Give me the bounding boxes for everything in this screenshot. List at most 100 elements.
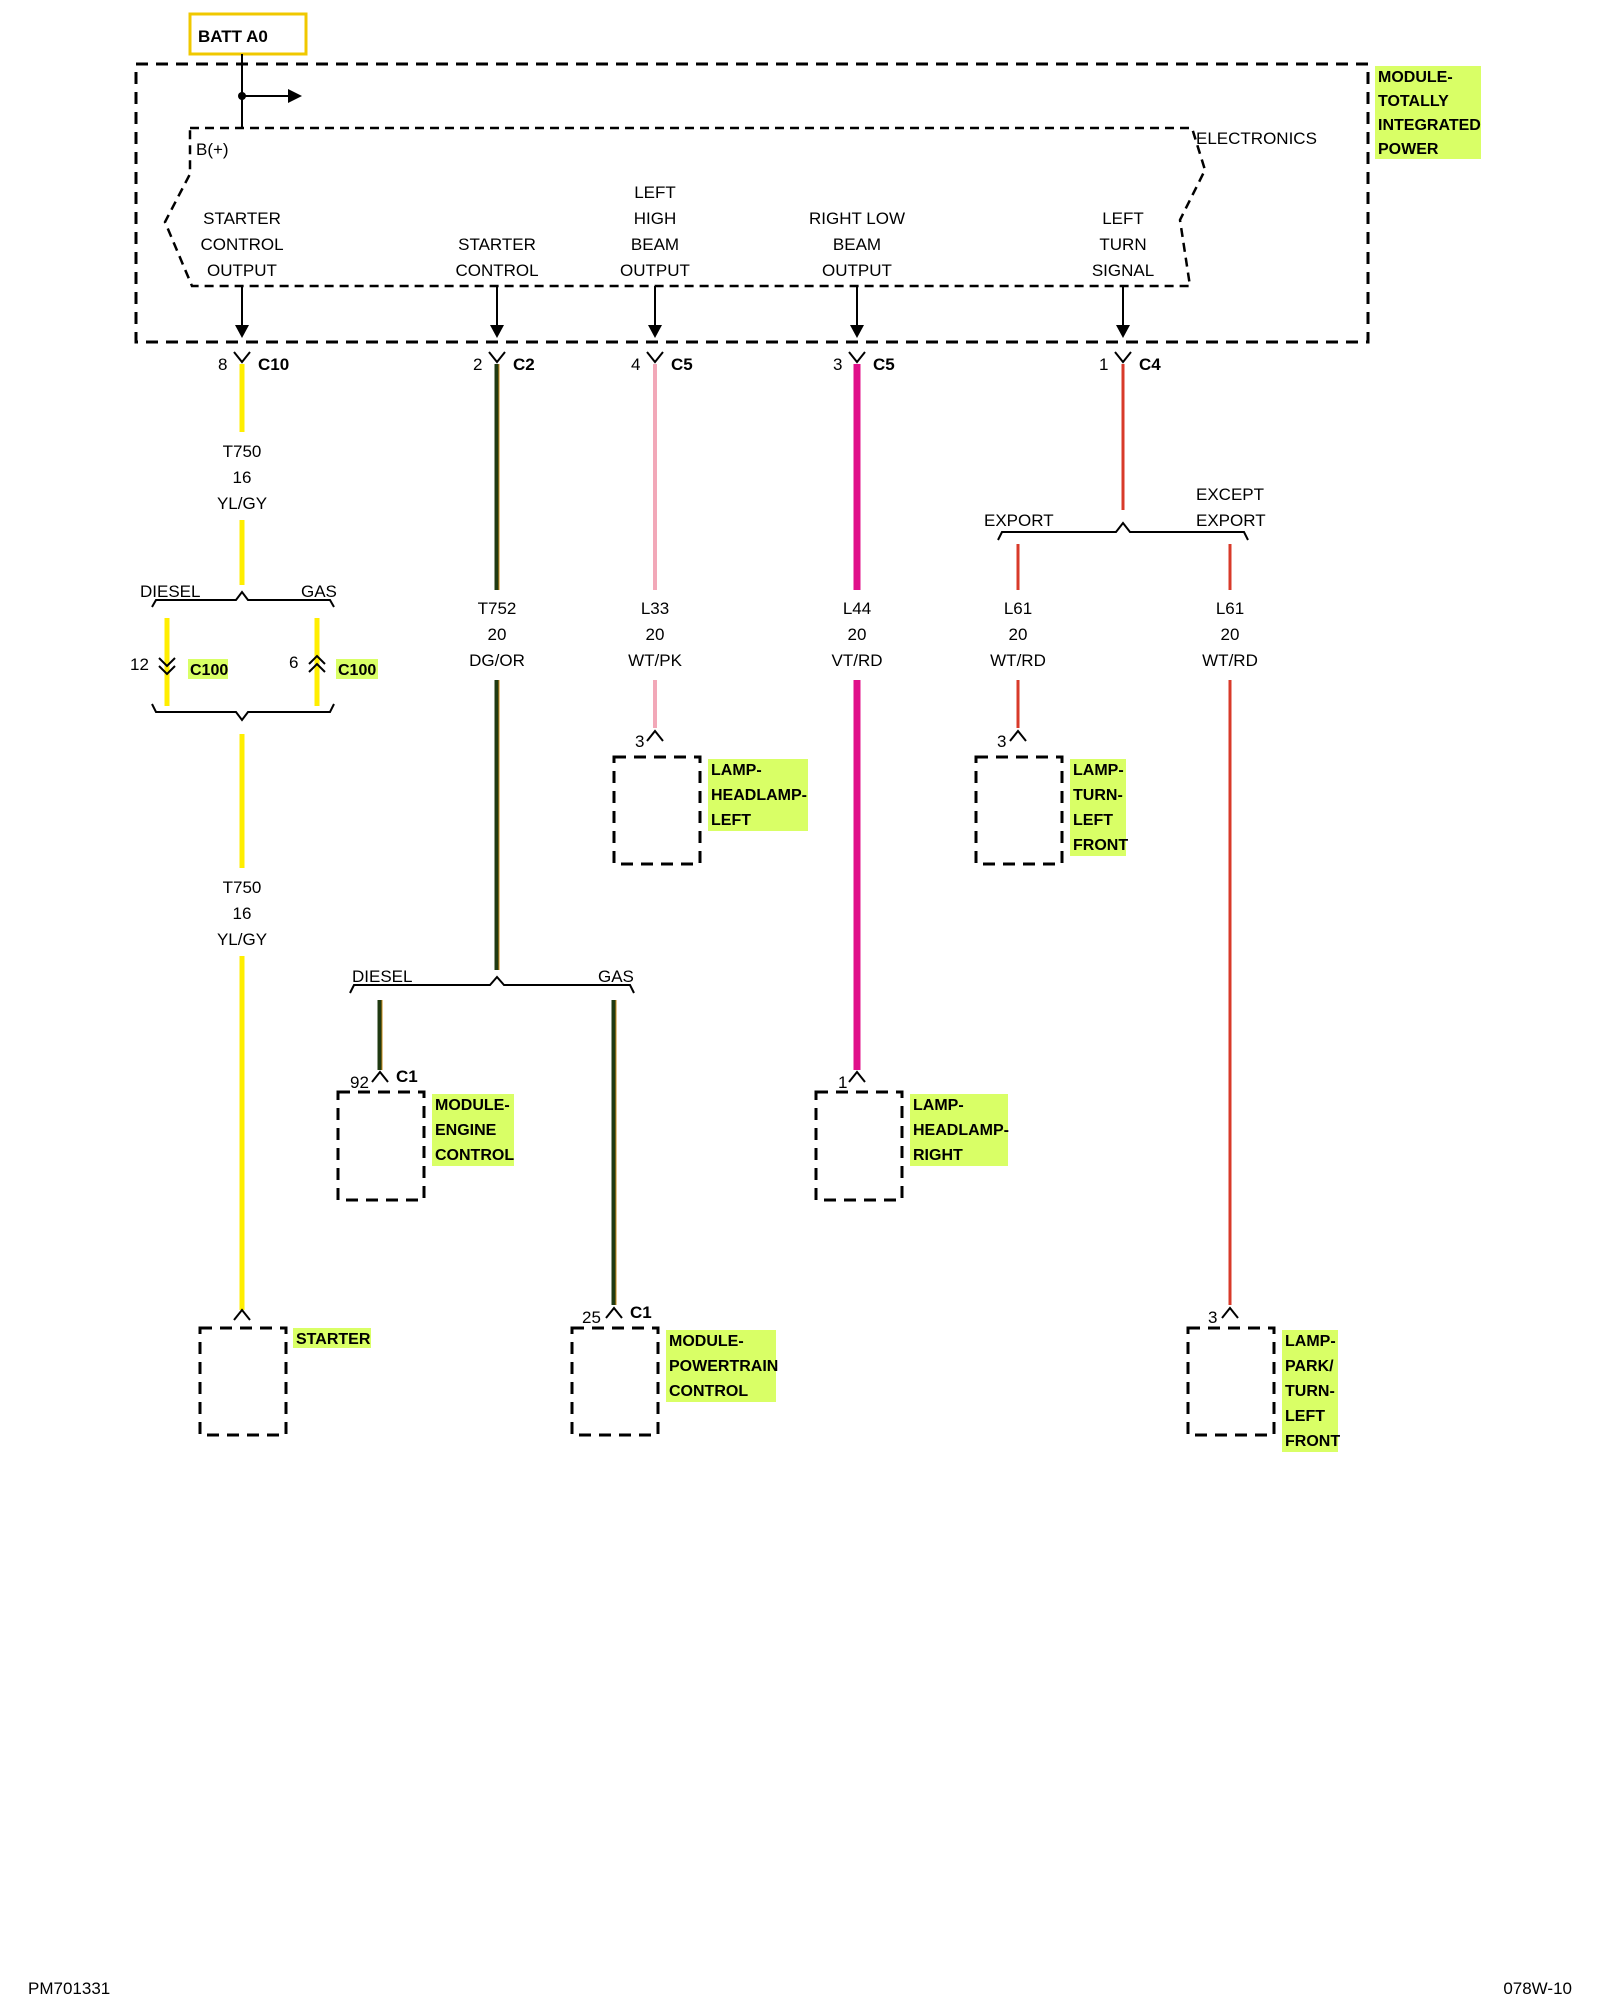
connector-c2: C2 [513,355,535,374]
wire-t750-top-gauge: 16 [233,468,252,487]
headlamp-right-component [814,1090,904,1202]
pcm-label-line-2: POWERTRAIN [669,1358,778,1375]
output-right-low-beam-line-1: RIGHT LOW [809,209,905,228]
park-turn-line-2: PARK/ [1285,1358,1334,1375]
pcm-highlight [666,1330,776,1402]
park-turn-line-1: LAMP- [1285,1333,1336,1350]
pcm-branch-gas: GAS [598,967,634,986]
wire-l44-color: VT/RD [832,651,883,670]
footer-right-code: 078W-10 [1503,1979,1572,1998]
wire-t750-bottom-color: YL/GY [217,930,267,949]
battery-label-box [188,12,308,56]
park-turn-line-4: LEFT [1285,1408,1325,1425]
ecm-component [336,1090,426,1202]
connector-c10: C10 [258,355,289,374]
bplus-label: B(+) [196,140,229,159]
arrow-down-icon [235,325,249,338]
output-left-turn-line-3: SIGNAL [1092,261,1154,280]
ecm-connector-label: C1 [396,1067,418,1086]
pcm-pin: 25 [582,1308,601,1327]
wire-l61-except-color: WT/RD [1202,651,1258,670]
ecm-pin: 92 [350,1073,369,1092]
starter-split-brace [151,590,335,608]
wire-l61-export-gauge: 20 [1009,625,1028,644]
ecm-connector [371,1070,389,1083]
ecm-label-line-1: MODULE- [435,1097,510,1114]
connector-c5-a: C5 [671,355,693,374]
tipm-name-line-1: MODULE- [1378,69,1453,86]
output-left-high-beam-line-2: HIGH [634,209,677,228]
output-starter-ctl-out-line-3: OUTPUT [207,261,277,280]
turn-left-front-line-4: FRONT [1073,837,1128,854]
ecm-highlight [432,1094,514,1166]
starter-branch-diesel: DIESEL [140,582,200,601]
pin-c10-8: 8 [218,355,227,374]
arrow-right-icon [288,89,302,103]
wire-t752-gauge: 20 [488,625,507,644]
pcm-split-brace [349,975,635,994]
c100-right-pin: 6 [289,653,298,672]
wire-l44-circuit: L44 [843,599,871,618]
headlamp-left-pin: 3 [635,732,644,751]
footer-left-code: PM701331 [28,1979,110,1998]
wire-l33-gauge: 20 [646,625,665,644]
output-left-high-beam-line-4: OUTPUT [620,261,690,280]
headlamp-left-connector [646,729,664,742]
wire-l33-color: WT/PK [628,651,682,670]
pcm-label-line-1: MODULE- [669,1333,744,1350]
arrow-down-icon [648,325,662,338]
tipm-name-line-4: POWER [1378,141,1439,158]
pcm-connector [605,1306,623,1319]
battery-label: BATT A0 [198,27,268,46]
pcm-connector-label: C1 [630,1303,652,1322]
headlamp-right-line-3: RIGHT [913,1147,963,1164]
output-right-low-beam-line-3: OUTPUT [822,261,892,280]
c100-gas-connector [308,654,326,673]
c100-right-highlight [336,659,378,679]
tipm-name-line-2: TOTALLY [1378,93,1449,110]
wire-l61-except-circuit: L61 [1216,599,1244,618]
wire-t750-bottom-gauge: 16 [233,904,252,923]
turn-left-front-line-2: TURN- [1073,787,1123,804]
pin-c4-1: 1 [1099,355,1108,374]
output-leads [235,286,1130,338]
turn-split-brace [997,521,1249,541]
output-left-high-beam-line-3: BEAM [631,235,679,254]
pin-c5-3: 3 [833,355,842,374]
tipm-name-highlight [1375,66,1481,159]
park-turn-line-5: FRONT [1285,1433,1340,1450]
connector-c4: C4 [1139,355,1161,374]
pcm-branch-diesel: DIESEL [352,967,412,986]
headlamp-right-line-2: HEADLAMP- [913,1122,1009,1139]
wire-t750-top-color: YL/GY [217,494,267,513]
park-turn-highlight [1282,1330,1338,1452]
arrow-down-icon [490,325,504,338]
headlamp-left-component [612,755,702,866]
electronics-outline [163,126,1207,288]
ecm-label-line-3: CONTROL [435,1147,514,1164]
headlamp-left-highlight [708,759,808,831]
wire-t750-top-circuit: T750 [223,442,262,461]
c100-diesel-connector [158,657,176,676]
starter-label: STARTER [296,1331,371,1348]
turn-left-front-connector [1009,729,1027,742]
starter-branch-gas: GAS [301,582,337,601]
c100-left-label: C100 [190,662,228,679]
connector-c5-b: C5 [873,355,895,374]
ecm-label-line-2: ENGINE [435,1122,497,1139]
turn-branch-except-line-2: EXPORT [1196,511,1266,530]
output-left-turn-line-1: LEFT [1102,209,1144,228]
pin-c5-4: 4 [631,355,640,374]
output-left-turn-line-2: TURN [1099,235,1146,254]
turn-left-front-highlight [1070,759,1126,856]
headlamp-left-line-3: LEFT [711,812,751,829]
c100-right-label: C100 [338,662,376,679]
wire-t752-color: DG/OR [469,651,525,670]
wire-l61-except-gauge: 20 [1221,625,1240,644]
wire-l61-export-color: WT/RD [990,651,1046,670]
output-starter-ctl-out-line-1: STARTER [203,209,281,228]
headlamp-right-pin: 1 [838,1073,847,1092]
turn-left-front-pin: 3 [997,732,1006,751]
output-starter-ctl-line-1: STARTER [458,235,536,254]
